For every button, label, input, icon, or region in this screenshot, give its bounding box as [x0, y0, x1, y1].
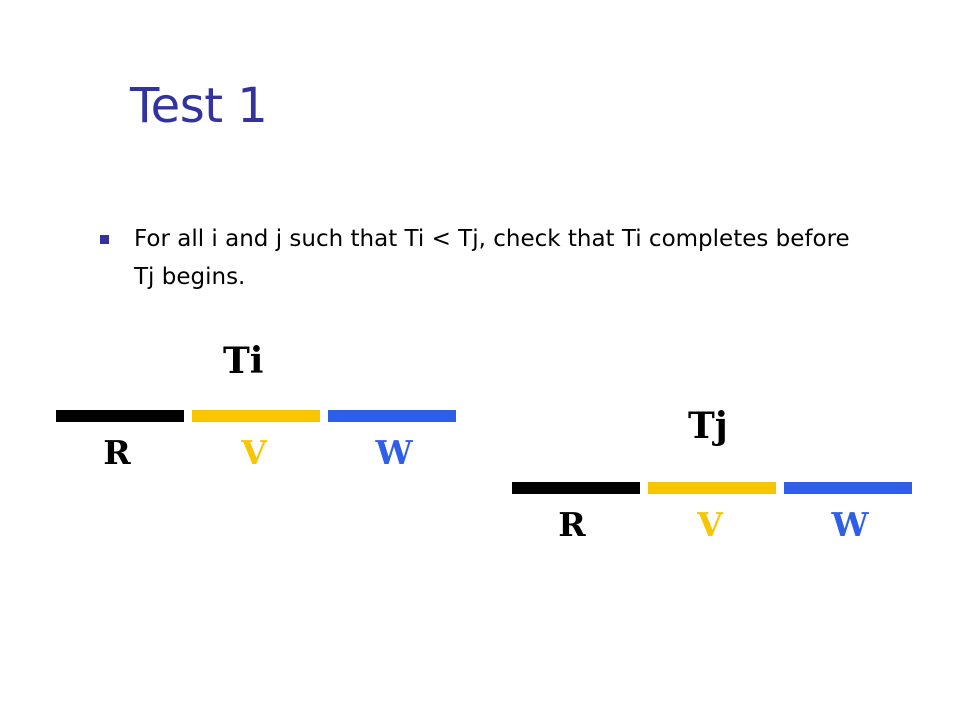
phase-label-read-tj: R [558, 505, 586, 544]
phase-bar-read-ti [56, 410, 184, 422]
phase-bar-write-ti [328, 410, 456, 422]
phase-bar-validate-tj [648, 482, 776, 494]
transaction-label-ti: Ti [223, 340, 264, 382]
bullet-text: For all i and j such that Ti < Tj, check… [134, 226, 850, 290]
slide-title: Test 1 [130, 78, 268, 134]
phase-label-validate-ti: V [241, 433, 267, 472]
phase-label-validate-tj: V [697, 505, 723, 544]
phase-label-write-ti: W [375, 433, 413, 472]
bullet-square-icon [100, 235, 109, 244]
phase-bar-read-tj [512, 482, 640, 494]
phase-bar-validate-ti [192, 410, 320, 422]
phase-label-read-ti: R [103, 433, 131, 472]
phase-label-write-tj: W [831, 505, 869, 544]
phase-bar-write-tj [784, 482, 912, 494]
bullet-item: For all i and j such that Ti < Tj, check… [100, 220, 860, 296]
transaction-label-tj: Tj [688, 405, 728, 447]
